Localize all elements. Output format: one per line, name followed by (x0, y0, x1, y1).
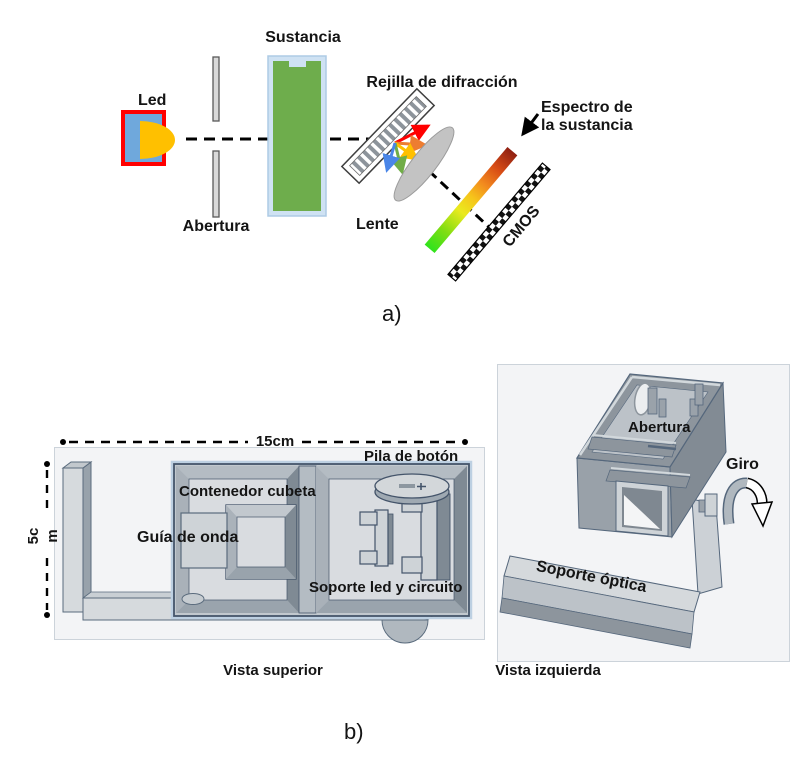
aperture-icon (212, 56, 220, 218)
cmos-sensor-icon (447, 162, 551, 282)
diffraction-arrows (382, 124, 431, 175)
label-guia: Guía de onda (137, 529, 239, 546)
height-dimension-line (44, 461, 50, 618)
caption-b: b) (344, 719, 364, 744)
label-led: Led (138, 92, 167, 109)
cuvette-icon (267, 55, 327, 217)
internal-posts (647, 383, 704, 418)
spectrum-pointer-arrow (521, 113, 540, 137)
label-height-line2: m (44, 529, 61, 543)
label-height-dimension: 5c m (24, 514, 64, 558)
front-doorway (615, 480, 669, 537)
label-height-line1: 5c (25, 527, 42, 545)
label-giro: Giro (726, 456, 759, 473)
caption-vista-superior: Vista superior (223, 662, 323, 679)
vista-izquierda-render (499, 373, 774, 649)
coin-cell-battery (374, 473, 450, 505)
label-abertura-a: Abertura (182, 218, 250, 235)
rotation-arrow-icon (722, 477, 774, 528)
vista-superior-render (61, 460, 473, 644)
label-soporte-led: Soporte led y circuito (309, 579, 463, 596)
label-sustancia: Sustancia (265, 29, 341, 46)
led-holder-bracket (359, 509, 394, 567)
caption-a: a) (382, 301, 402, 326)
waveguide-block (180, 512, 228, 569)
led-icon (121, 110, 175, 166)
label-espectro: Espectro de la sustancia (541, 99, 633, 135)
label-rejilla: Rejilla de difracción (366, 74, 518, 91)
label-espectro-line2: la sustancia (541, 117, 633, 134)
label-width-dimension: 15cm (255, 433, 295, 450)
label-contenedor: Contenedor cubeta (179, 483, 316, 500)
cuvette-holder-frame (225, 504, 297, 580)
label-pila: Pila de botón (364, 448, 459, 465)
label-abertura-b: Abertura (628, 419, 691, 436)
spectrum-bar-icon (424, 146, 518, 254)
lens-icon (393, 126, 455, 202)
width-dimension-line (60, 439, 468, 445)
label-espectro-line1: Espectro de (541, 99, 633, 116)
caption-vista-izquierda: Vista izquierda (495, 662, 601, 679)
diffraction-grating-icon (340, 87, 436, 185)
label-lente: Lente (356, 216, 399, 233)
